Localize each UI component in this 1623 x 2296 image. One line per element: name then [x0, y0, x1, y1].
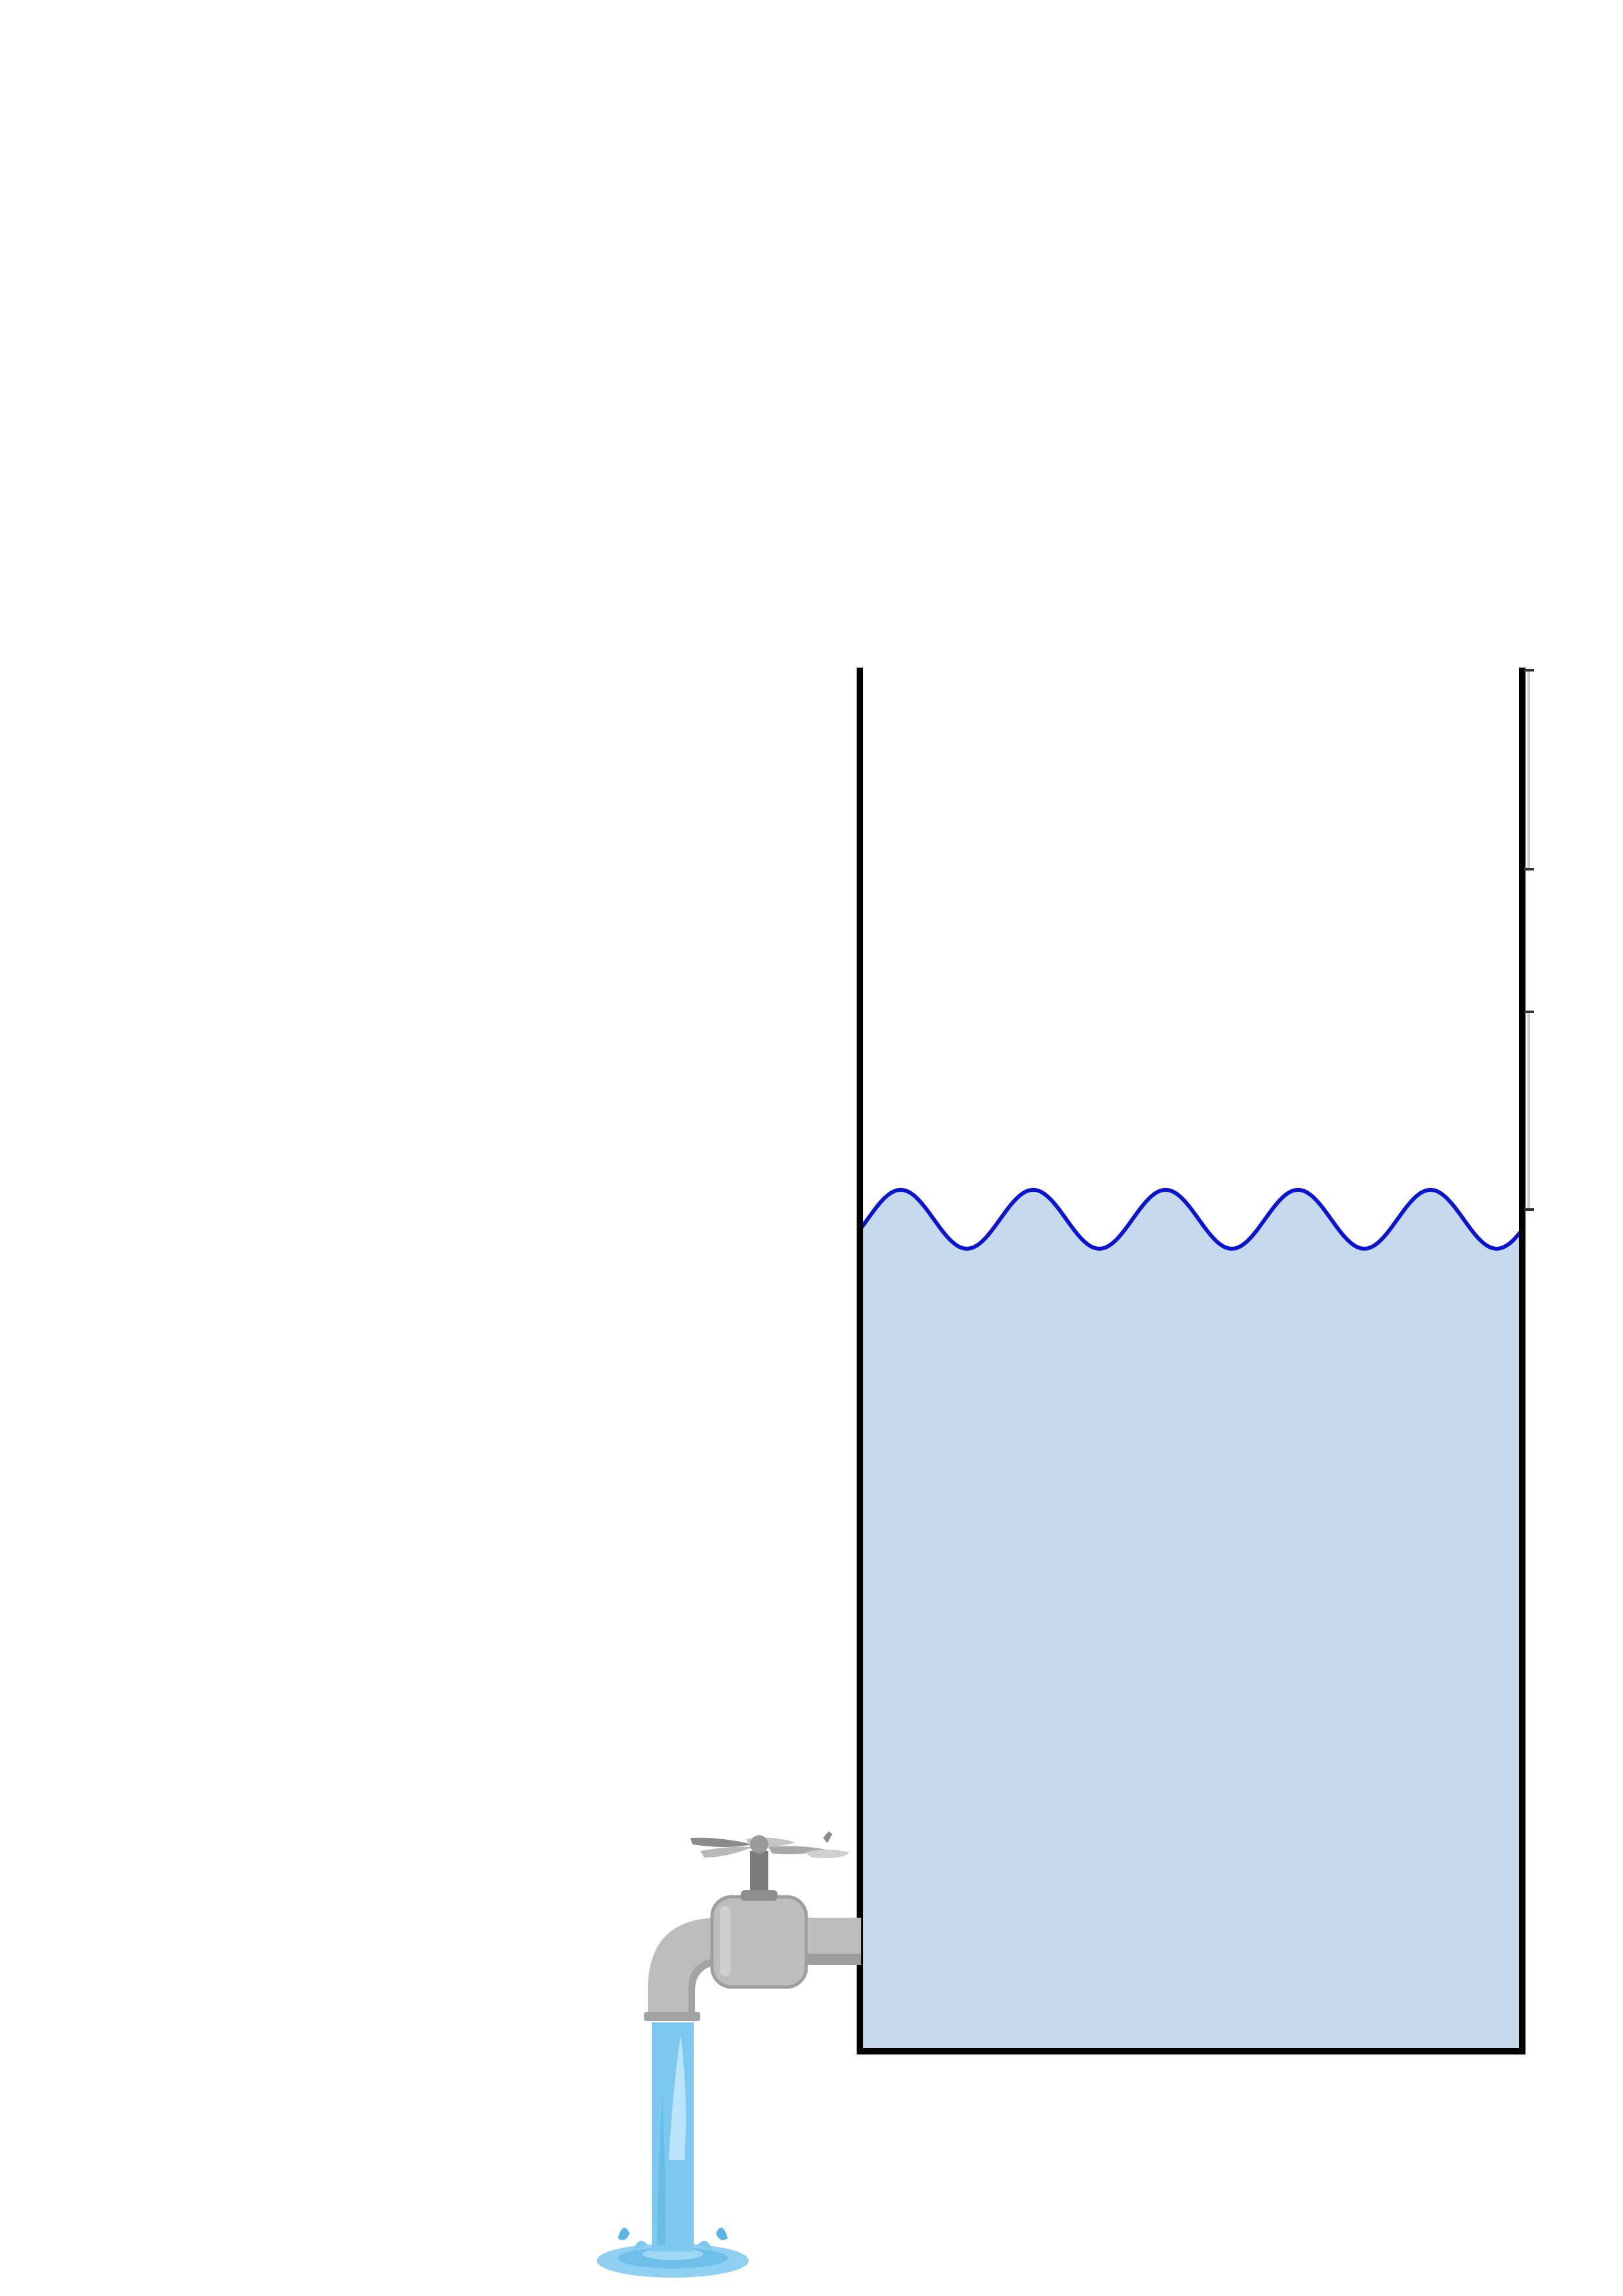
tap-stem-base: [741, 1890, 777, 1901]
tap-body-highlight: [720, 1906, 730, 1977]
water-tank: [857, 668, 1525, 2054]
splash-drop: [633, 2240, 648, 2250]
water-stream-highlight: [657, 2094, 666, 2245]
water-tap-icon: [644, 1831, 861, 2021]
water-stream-icon: [597, 2022, 749, 2278]
water-surface-wave: [858, 1187, 1524, 1251]
tap-spout-ring: [644, 2012, 700, 2021]
water-body: [860, 1248, 1522, 2051]
water-stream-highlight: [669, 2036, 686, 2160]
tap-pipe-shade: [792, 1954, 861, 1965]
tap-handle: [690, 1831, 849, 1858]
volume-scale: [1524, 669, 1534, 1211]
water-surface-fill: [860, 1189, 1522, 1250]
splash-drop: [618, 2227, 630, 2240]
splash-drop: [698, 2240, 712, 2250]
splash-drop: [716, 2227, 728, 2240]
